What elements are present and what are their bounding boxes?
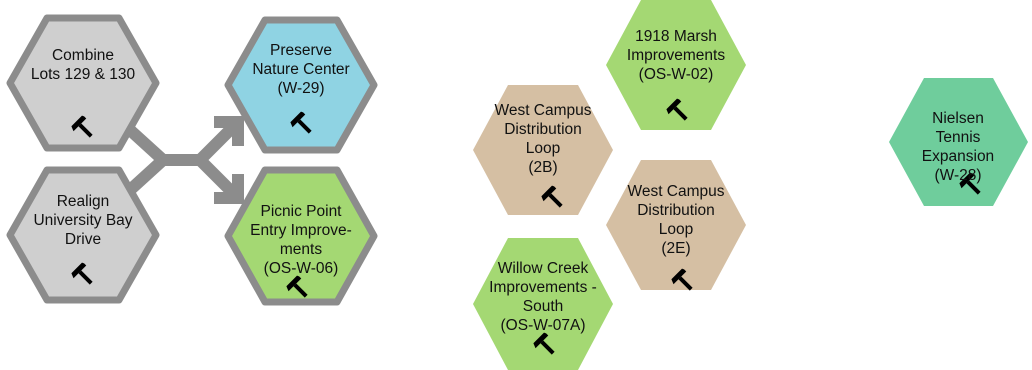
node-preserve-nature-center[interactable]	[224, 16, 378, 154]
node-realign-drive[interactable]	[6, 166, 160, 304]
arrowhead-to-preserve	[214, 116, 244, 146]
connector-from-realign-drive	[125, 155, 168, 195]
arrow-to-preserve-nature-center	[195, 117, 243, 165]
node-west-campus-2e[interactable]	[606, 160, 746, 290]
node-nielsen-tennis[interactable]	[889, 78, 1028, 206]
node-west-campus-2b[interactable]	[473, 85, 613, 215]
arrowhead-to-picnic-point	[214, 174, 244, 204]
node-combine-lots[interactable]	[6, 14, 160, 152]
connector-from-combine-lots	[125, 125, 168, 165]
node-picnic-point[interactable]	[224, 166, 378, 306]
node-1918-marsh[interactable]	[606, 0, 746, 130]
node-willow-creek[interactable]	[473, 238, 613, 370]
arrow-to-picnic-point	[195, 155, 243, 203]
flow-arrows	[125, 116, 244, 204]
